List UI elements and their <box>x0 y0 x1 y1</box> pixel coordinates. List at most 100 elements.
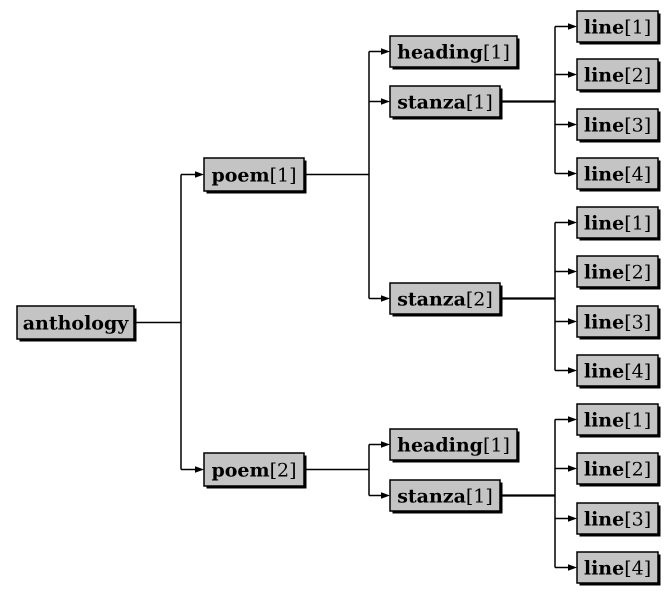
node-heading-p1-1: heading[1] <box>389 35 520 70</box>
node-line-p1-3-3: line[3] <box>576 305 661 340</box>
element-index: [1] <box>483 435 510 457</box>
node-heading-p2-1: heading[1] <box>389 428 520 463</box>
node-label: line[1] <box>584 410 651 432</box>
arrow-head <box>568 318 577 325</box>
element-name: line <box>584 312 624 334</box>
arrow-head <box>568 121 577 128</box>
node-line-p2-2-2: line[2] <box>576 452 661 487</box>
arrow-head <box>568 367 577 374</box>
node-label: line[3] <box>584 509 651 531</box>
node-line-p2-2-4: line[4] <box>576 551 661 586</box>
element-index: [2] <box>624 65 651 87</box>
element-name: stanza <box>397 92 466 114</box>
node-box <box>576 452 659 485</box>
node-box <box>576 108 659 141</box>
element-index: [1] <box>270 165 297 187</box>
arrow-head <box>568 564 577 571</box>
element-name: poem <box>211 460 269 482</box>
arrow-head <box>381 492 390 499</box>
arrow-head <box>195 171 204 178</box>
node-anthology: anthology <box>16 305 137 342</box>
element-index: [2] <box>624 459 651 481</box>
node-label: line[2] <box>584 459 651 481</box>
node-line-p2-2-3: line[3] <box>576 502 661 537</box>
arrow-head <box>568 515 577 522</box>
element-index: [1] <box>624 17 651 39</box>
node-stanza-p2-2: stanza[1] <box>389 479 503 514</box>
node-label: line[4] <box>584 361 651 383</box>
element-name: stanza <box>397 486 466 508</box>
node-box <box>576 206 659 239</box>
tree-connectors <box>134 23 577 571</box>
element-index: [3] <box>624 115 651 137</box>
arrow-head <box>381 48 390 55</box>
arrow-head <box>568 416 577 423</box>
arrow-head <box>568 23 577 30</box>
node-line-p1-2-2: line[2] <box>576 58 661 93</box>
arrow-head <box>568 268 577 275</box>
element-name: line <box>584 459 624 481</box>
node-box <box>576 354 659 387</box>
node-box <box>203 452 305 487</box>
node-box <box>576 403 659 436</box>
node-line-p1-3-4: line[4] <box>576 354 661 389</box>
arrow-head <box>568 71 577 78</box>
node-label: line[1] <box>584 213 651 235</box>
node-box <box>389 479 501 512</box>
arrow-head <box>381 295 390 302</box>
element-index: [3] <box>624 312 651 334</box>
arrow-head <box>568 219 577 226</box>
node-box <box>576 255 659 288</box>
element-name: line <box>584 509 624 531</box>
element-name: line <box>584 361 624 383</box>
element-name: line <box>584 65 624 87</box>
node-box <box>389 428 518 461</box>
element-index: [2] <box>624 262 651 284</box>
node-line-p2-2-1: line[1] <box>576 403 661 438</box>
element-name: line <box>584 262 624 284</box>
arrow-head <box>381 98 390 105</box>
node-box <box>576 502 659 535</box>
node-line-p1-2-3: line[3] <box>576 108 661 143</box>
node-stanza-p1-2: stanza[1] <box>389 85 503 120</box>
element-name: heading <box>397 42 483 64</box>
node-stanza-p1-3: stanza[2] <box>389 282 503 317</box>
node-label: heading[1] <box>397 42 510 64</box>
node-label: stanza[1] <box>397 486 493 508</box>
node-box <box>389 85 501 118</box>
node-line-p1-3-2: line[2] <box>576 255 661 290</box>
element-name: line <box>584 164 624 186</box>
node-label: line[3] <box>584 115 651 137</box>
tree-nodes: anthologypoem[1]heading[1]stanza[1]line[… <box>16 10 661 586</box>
element-index: [4] <box>624 361 651 383</box>
node-box <box>16 305 135 340</box>
element-name: line <box>584 558 624 580</box>
element-index: [1] <box>466 486 493 508</box>
node-label: poem[1] <box>211 165 296 187</box>
element-index: [4] <box>624 558 651 580</box>
node-label: stanza[1] <box>397 92 493 114</box>
element-index: [2] <box>466 289 493 311</box>
node-line-p1-3-1: line[1] <box>576 206 661 241</box>
element-index: [2] <box>270 460 297 482</box>
node-label: line[2] <box>584 65 651 87</box>
element-name: line <box>584 17 624 39</box>
node-line-p1-2-4: line[4] <box>576 157 661 192</box>
arrow-head <box>568 465 577 472</box>
element-name: line <box>584 410 624 432</box>
element-name: stanza <box>397 289 466 311</box>
arrow-head <box>195 466 204 473</box>
node-box <box>576 10 659 43</box>
node-line-p1-2-1: line[1] <box>576 10 661 45</box>
node-box <box>576 157 659 190</box>
element-name: anthology <box>23 313 130 335</box>
arrow-head <box>568 170 577 177</box>
node-poem-1: poem[1] <box>203 157 307 194</box>
node-label: line[4] <box>584 558 651 580</box>
node-label: line[4] <box>584 164 651 186</box>
element-index: [4] <box>624 164 651 186</box>
node-label: anthology <box>23 313 130 335</box>
element-index: [1] <box>466 92 493 114</box>
node-box <box>576 305 659 338</box>
